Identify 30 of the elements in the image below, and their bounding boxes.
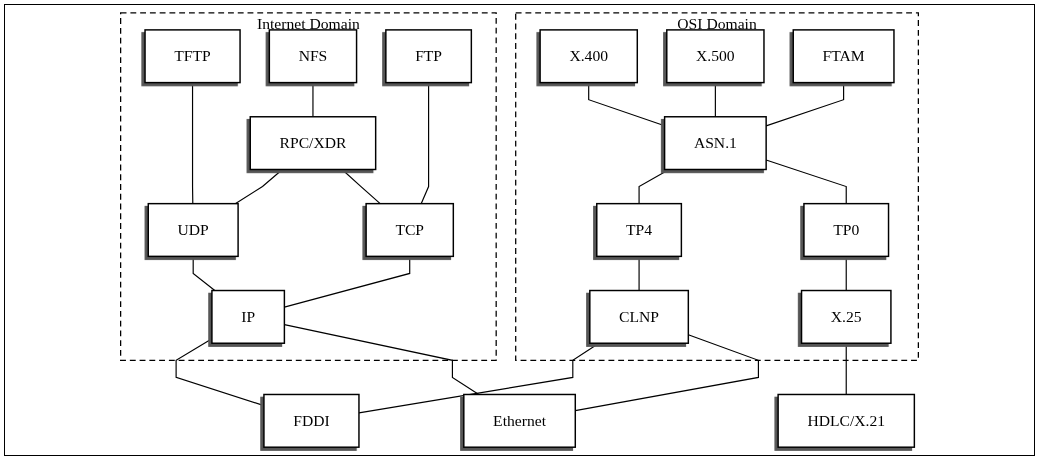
- connector: [420, 82, 430, 205]
- connector: [638, 255, 640, 292]
- connector: [358, 342, 600, 414]
- connector: [192, 255, 216, 292]
- node-box: Ethernet: [463, 393, 576, 448]
- node-box: X.400: [539, 29, 638, 84]
- node-box: X.25: [800, 289, 892, 344]
- node-box: TP0: [803, 202, 890, 258]
- node-box: FTAM: [792, 29, 895, 84]
- connector: [341, 168, 381, 205]
- connector: [845, 342, 847, 396]
- connector: [312, 82, 314, 118]
- node-box: RPC/XDR: [249, 116, 377, 171]
- node-box: TCP: [365, 202, 455, 258]
- node-box: ASN.1: [663, 116, 767, 171]
- node-box: FDDI: [263, 393, 360, 448]
- connector: [845, 255, 847, 292]
- connector: [234, 168, 283, 205]
- connector: [191, 82, 194, 205]
- node-box: X.500: [666, 29, 765, 84]
- node-box: TFTP: [144, 29, 241, 84]
- node-box: NFS: [268, 29, 358, 84]
- node-box: UDP: [147, 202, 239, 258]
- node-box: HDLC/X.21: [777, 393, 916, 448]
- node-box: FTP: [385, 29, 473, 84]
- connector: [638, 168, 670, 205]
- node-box: IP: [211, 289, 286, 344]
- node-box: TP4: [596, 202, 683, 258]
- node-box: CLNP: [589, 289, 690, 344]
- connector: [714, 82, 716, 118]
